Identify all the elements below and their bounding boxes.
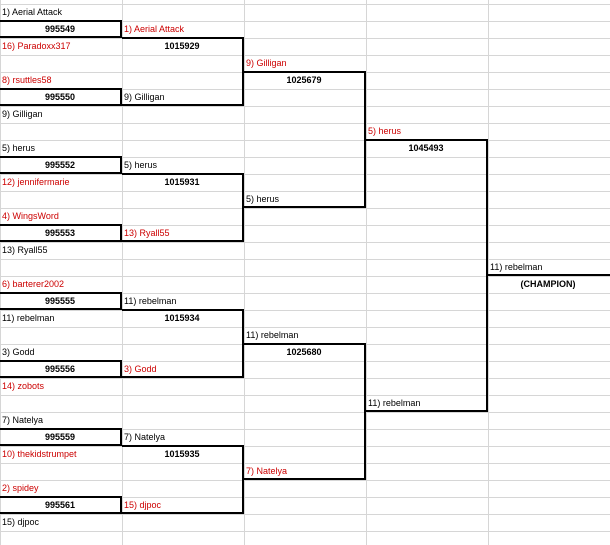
champion-underline bbox=[488, 274, 610, 276]
bracket-connector bbox=[0, 360, 122, 378]
match-id-cell[interactable]: 1025679 bbox=[286, 75, 322, 85]
bracket-connector bbox=[122, 309, 244, 378]
entrant-cell[interactable]: 9) Gilligan bbox=[124, 92, 165, 102]
entrant-cell[interactable]: 1) Aerial Attack bbox=[2, 7, 63, 17]
match-id-cell[interactable]: 1015929 bbox=[164, 41, 200, 51]
entrant-cell[interactable]: 1) Aerial Attack bbox=[124, 24, 185, 34]
match-id-cell[interactable]: 1015931 bbox=[164, 177, 200, 187]
match-id-cell[interactable]: 995550 bbox=[44, 92, 76, 102]
entrant-cell[interactable]: 11) rebelman bbox=[246, 330, 299, 340]
bracket-connector bbox=[366, 139, 488, 412]
entrant-cell[interactable]: 2) spidey bbox=[2, 483, 39, 493]
entrant-cell[interactable]: 7) Natelya bbox=[124, 432, 166, 442]
entrant-cell[interactable]: 7) Natelya bbox=[246, 466, 288, 476]
bracket-connector bbox=[244, 343, 366, 480]
bracket-connector bbox=[0, 156, 122, 174]
entrant-cell[interactable]: 9) Gilligan bbox=[2, 109, 43, 119]
entrant-cell[interactable]: 16) Paradoxx317 bbox=[2, 41, 71, 51]
entrant-cell[interactable]: 11) rebelman bbox=[368, 398, 421, 408]
bracket-connector bbox=[122, 173, 244, 242]
match-id-cell[interactable]: 995559 bbox=[44, 432, 76, 442]
bracket-connector bbox=[0, 88, 122, 106]
bracket-connector bbox=[122, 37, 244, 106]
match-id-cell[interactable]: 1045493 bbox=[408, 143, 444, 153]
match-id-cell[interactable]: 995556 bbox=[44, 364, 76, 374]
entrant-cell[interactable]: 10) thekidstrumpet bbox=[2, 449, 77, 459]
entrant-cell[interactable]: 7) Natelya bbox=[2, 415, 44, 425]
entrant-cell[interactable]: 5) herus bbox=[246, 194, 280, 204]
entrant-cell[interactable]: 3) Godd bbox=[2, 347, 35, 357]
match-id-cell[interactable]: 995553 bbox=[44, 228, 76, 238]
match-id-cell[interactable]: 1015935 bbox=[164, 449, 200, 459]
bracket-connector bbox=[0, 224, 122, 242]
match-id-cell[interactable]: 995549 bbox=[44, 24, 76, 34]
entrant-cell[interactable]: 15) djpoc bbox=[124, 500, 162, 510]
entrant-cell[interactable]: 5) herus bbox=[368, 126, 402, 136]
bracket-connector bbox=[244, 71, 366, 208]
entrant-cell[interactable]: 5) herus bbox=[124, 160, 158, 170]
entrant-cell[interactable]: 3) Godd bbox=[124, 364, 157, 374]
entrant-cell[interactable]: 8) rsuttles58 bbox=[2, 75, 52, 85]
entrant-cell[interactable]: 13) Ryall55 bbox=[2, 245, 48, 255]
match-id-cell[interactable]: 995555 bbox=[44, 296, 76, 306]
entrant-cell[interactable]: 13) Ryall55 bbox=[124, 228, 170, 238]
bracket-connector bbox=[0, 428, 122, 446]
bracket-connector bbox=[0, 496, 122, 514]
entrant-cell[interactable]: 15) djpoc bbox=[2, 517, 40, 527]
entrant-cell[interactable]: 6) barterer2002 bbox=[2, 279, 65, 289]
entrant-cell[interactable]: 4) WingsWord bbox=[2, 211, 59, 221]
entrant-cell[interactable]: 5) herus bbox=[2, 143, 36, 153]
entrant-cell[interactable]: 11) rebelman bbox=[124, 296, 177, 306]
bracket-connector bbox=[122, 445, 244, 514]
entrant-cell[interactable]: 14) zobots bbox=[2, 381, 45, 391]
match-id-cell[interactable]: 995561 bbox=[44, 500, 76, 510]
entrant-cell[interactable]: 9) Gilligan bbox=[246, 58, 287, 68]
match-id-cell[interactable]: 995552 bbox=[44, 160, 76, 170]
match-id-cell[interactable]: 1015934 bbox=[164, 313, 200, 323]
entrant-cell[interactable]: 11) rebelman bbox=[2, 313, 55, 323]
bracket-connector bbox=[0, 292, 122, 310]
entrant-cell[interactable]: 12) jennifermarie bbox=[2, 177, 70, 187]
champion-name-cell[interactable]: 11) rebelman bbox=[490, 262, 543, 272]
bracket-connector bbox=[0, 20, 122, 38]
champion-title-cell[interactable]: (CHAMPION) bbox=[520, 279, 576, 289]
match-id-cell[interactable]: 1025680 bbox=[286, 347, 322, 357]
